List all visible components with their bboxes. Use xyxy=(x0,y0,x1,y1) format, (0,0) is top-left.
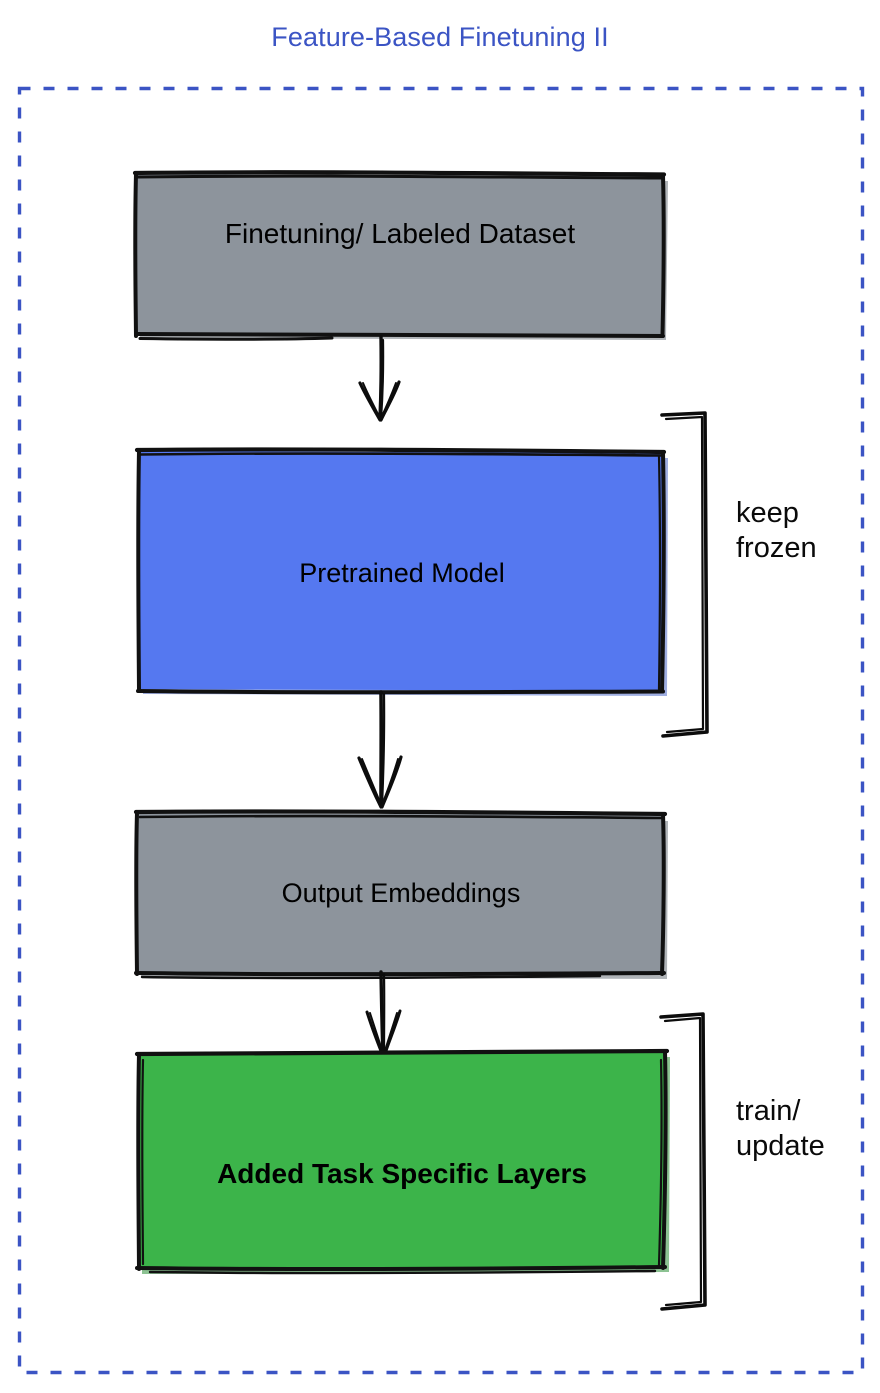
box-dataset-outline-left xyxy=(133,172,138,338)
outer-dashed-frame xyxy=(17,86,865,1375)
bracket-keep-frozen xyxy=(660,411,709,738)
box-model-outline-left xyxy=(136,449,141,693)
box-model-outline-top2 xyxy=(139,452,664,457)
page-title: Feature-Based Finetuning II xyxy=(271,22,609,52)
box-label-task-layers: Added Task Specific Layers xyxy=(217,1158,587,1189)
box-emb-outline-bottom xyxy=(134,971,666,977)
box-emb-outline-top2 xyxy=(138,814,663,820)
box-model-outline-bottom xyxy=(136,689,665,695)
box-task-outline-left xyxy=(136,1052,141,1271)
arrow-model-to-embeddings xyxy=(357,690,403,809)
box-emb-outline-left xyxy=(134,811,139,976)
box-task-fill xyxy=(139,1052,665,1269)
box-task-layers[interactable] xyxy=(134,1048,670,1275)
box-task-outline-bottom2 xyxy=(148,1269,657,1275)
box-task-outline-top xyxy=(134,1048,670,1057)
box-pretrained-model[interactable] xyxy=(134,447,668,696)
box-model-outline-right2 xyxy=(657,454,662,691)
box-task-outline-left2 xyxy=(141,1058,145,1266)
box-dataset-outline-right xyxy=(660,173,666,338)
box-label-dataset: Finetuning/ Labeled Dataset xyxy=(224,218,576,249)
box-model-outline-right xyxy=(660,450,666,693)
box-model-outline-top xyxy=(134,447,667,455)
box-dataset[interactable] xyxy=(132,170,668,341)
box-model-fill xyxy=(139,451,663,691)
box-label-output-embeddings: Output Embeddings xyxy=(281,878,521,908)
box-task-outline-right2 xyxy=(657,1058,663,1267)
box-task-outline-right xyxy=(661,1049,668,1270)
arrow-dataset-to-model xyxy=(358,335,401,422)
box-dataset-outline xyxy=(132,170,667,177)
box-output-embeddings[interactable] xyxy=(133,809,668,980)
bracket-train-update xyxy=(659,1012,707,1311)
annotation-train-update: train/ update xyxy=(736,1095,825,1163)
box-task-outline-bottom xyxy=(135,1265,667,1272)
box-dataset-outline-bottom2 xyxy=(138,336,334,341)
box-emb-outline-bottom2 xyxy=(140,974,602,980)
box-label-pretrained-model: Pretrained Model xyxy=(299,558,505,588)
box-emb-outline-top xyxy=(133,809,668,817)
box-dataset-outline-bottom xyxy=(134,332,665,338)
box-emb-fill xyxy=(137,813,663,974)
box-dataset-fill xyxy=(136,174,663,336)
arrow-embeddings-to-layers xyxy=(365,970,402,1059)
annotation-keep-frozen: keep frozen xyxy=(736,497,817,565)
box-emb-outline-right xyxy=(660,812,666,976)
box-dataset-outline-2 xyxy=(136,174,665,180)
